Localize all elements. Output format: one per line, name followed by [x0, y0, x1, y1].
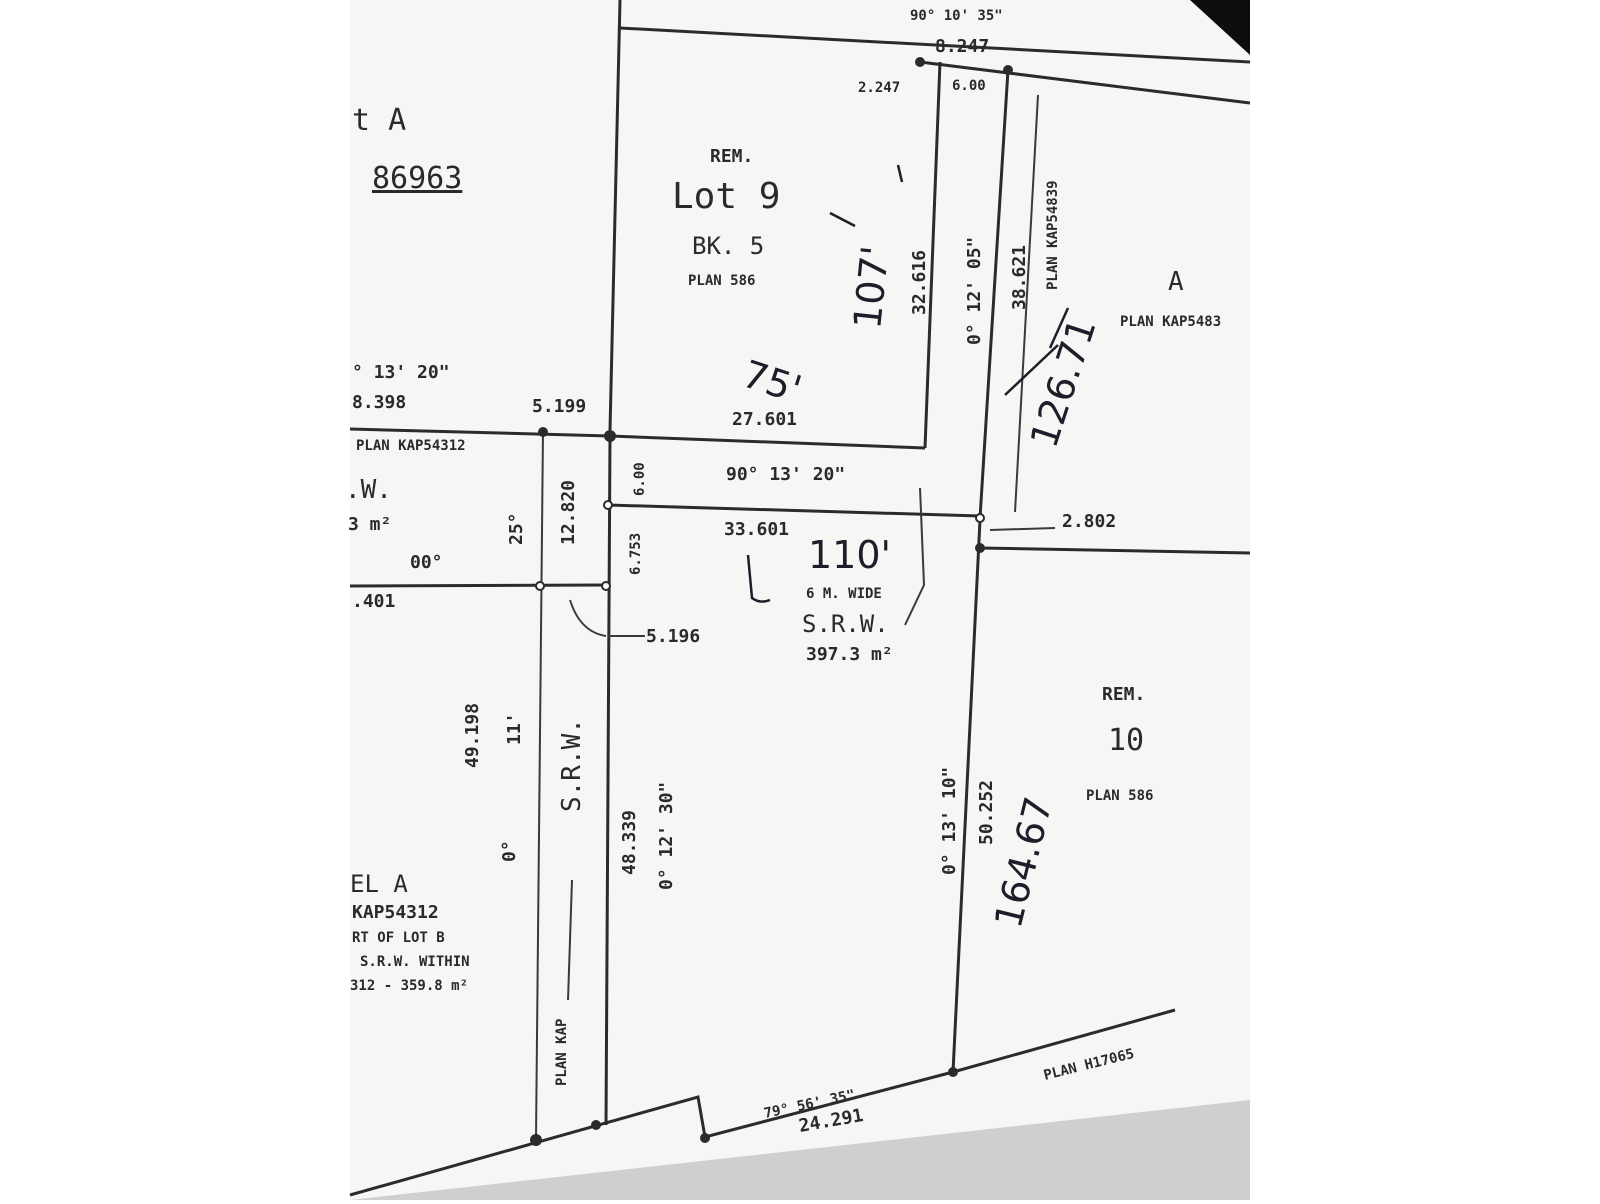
lot9-north-line	[919, 60, 1251, 105]
srw-left-label: .W.	[345, 475, 392, 505]
bearing-0-13-10: 0° 13' 10"	[939, 767, 960, 875]
survey-point	[530, 1134, 542, 1146]
leader-plan-kap	[567, 879, 573, 1001]
part-lot-b-label: RT OF LOT B	[352, 930, 445, 946]
mid-left-line	[349, 583, 607, 588]
left-parcel-east-line	[535, 429, 544, 1139]
plan-kap54312-left: PLAN KAP54312	[356, 438, 466, 454]
distance-8247: 8.247	[935, 36, 989, 57]
distance-48339: 48.339	[619, 810, 640, 875]
area-mid-label: 397.3 m²	[806, 644, 893, 665]
leader-2802	[989, 527, 1056, 531]
srw-north-line	[607, 503, 981, 518]
screen-bottom-shadow	[350, 1100, 1250, 1200]
plan-kap54839-label: PLAN KAP54839	[1045, 180, 1061, 290]
kap54312-label: KAP54312	[352, 902, 439, 923]
bearing-0-left: 0°	[499, 840, 520, 862]
hand-tick	[829, 211, 856, 228]
survey-point-open	[535, 581, 545, 591]
lot-a-right-label: A	[1168, 267, 1184, 297]
handwritten-107: 107'	[845, 244, 897, 331]
distance-2802: 2.802	[1062, 511, 1116, 532]
plan-kap-vertical: PLAN KAP	[554, 1019, 570, 1086]
six-m-wide-label: 6 M. WIDE	[806, 586, 882, 602]
rem10-north-line	[979, 546, 1251, 555]
distance-33601: 33.601	[724, 519, 789, 540]
lot9-east-line	[923, 61, 942, 449]
survey-point-open	[601, 581, 611, 591]
lot9-south-line	[609, 434, 926, 450]
within-area-label: 312 - 359.8 m²	[350, 978, 468, 994]
parcel-a-label: EL A	[350, 870, 408, 898]
srw-mid-label: S.R.W.	[802, 610, 889, 638]
hand-stroke	[1048, 307, 1070, 349]
distance-5196: 5.196	[646, 626, 700, 647]
bearing-90-13-20: 90° 13' 20"	[726, 464, 845, 485]
bearing-25: 25°	[506, 512, 527, 545]
bearing-11: 11'	[504, 712, 525, 745]
bearing-90-10-35: 90° 10' 35"	[910, 8, 1003, 24]
lot-a-west-line	[978, 69, 1010, 519]
distance-49198: 49.198	[462, 703, 483, 768]
arc-5196	[569, 599, 607, 637]
distance-600-mid: 6.00	[632, 462, 648, 496]
screen-paper	[350, 0, 1250, 1200]
survey-point	[538, 427, 548, 437]
distance-600-top: 6.00	[952, 78, 986, 94]
distance-27601: 27.601	[732, 409, 797, 430]
handwritten-110: 110'	[808, 533, 891, 577]
screen-bezel-corner	[1190, 0, 1250, 55]
survey-point-open	[975, 513, 985, 523]
bearing-0-12-30: 0° 12' 30"	[656, 782, 677, 890]
upper-left-line	[349, 427, 611, 438]
rem10-west-line	[951, 519, 982, 1073]
distance-12820: 12.820	[558, 480, 579, 545]
plan-86963-label: 86963	[372, 161, 462, 196]
lot9-west-line	[608, 0, 622, 431]
hand-stroke	[1004, 344, 1059, 396]
distance-50252: 50.252	[976, 780, 997, 845]
distance-38621: 38.621	[1009, 245, 1030, 310]
srw-within-label: S.R.W. WITHIN	[360, 954, 470, 970]
bearing-0-12-05: 0° 12' 05"	[964, 237, 985, 345]
survey-point-open	[603, 500, 613, 510]
plan586-top-label: PLAN 586	[688, 273, 755, 289]
distance-8398: 8.398	[352, 392, 406, 413]
survey-point	[915, 57, 925, 67]
rem-lot9-label: REM.	[710, 146, 753, 167]
srw-bracket	[904, 487, 926, 626]
bearing-13-20-left: ° 13' 20"	[352, 362, 450, 383]
bearing-00: 00°	[410, 552, 443, 573]
lot-a-top-label: t A	[352, 103, 406, 138]
lot10-label: 10	[1108, 723, 1144, 758]
distance-32616: 32.616	[909, 250, 930, 315]
area-left-label: 3 m²	[348, 514, 391, 535]
rem-lot10-label: REM.	[1102, 684, 1145, 705]
lot9-label: Lot 9	[672, 176, 780, 217]
survey-point	[604, 430, 616, 442]
survey-point	[591, 1120, 601, 1130]
distance-401: .401	[352, 591, 395, 612]
block5-label: BK. 5	[692, 232, 764, 260]
survey-point	[948, 1067, 958, 1077]
survey-point	[975, 543, 985, 553]
srw-vertical-label: S.R.W.	[557, 718, 587, 812]
plan-kap5483-label: PLAN KAP5483	[1120, 314, 1221, 330]
plan586-right-label: PLAN 586	[1086, 788, 1153, 804]
hand-l-mark	[746, 554, 771, 603]
survey-point	[700, 1133, 710, 1143]
top-boundary-line	[619, 26, 1251, 64]
distance-6753: 6.753	[628, 533, 644, 575]
hand-tick	[896, 164, 904, 183]
dimension-line-38621	[1014, 94, 1039, 513]
srw-west-line	[604, 435, 612, 1126]
survey-point	[1003, 65, 1013, 75]
distance-5199: 5.199	[532, 396, 586, 417]
distance-2247: 2.247	[858, 80, 900, 96]
